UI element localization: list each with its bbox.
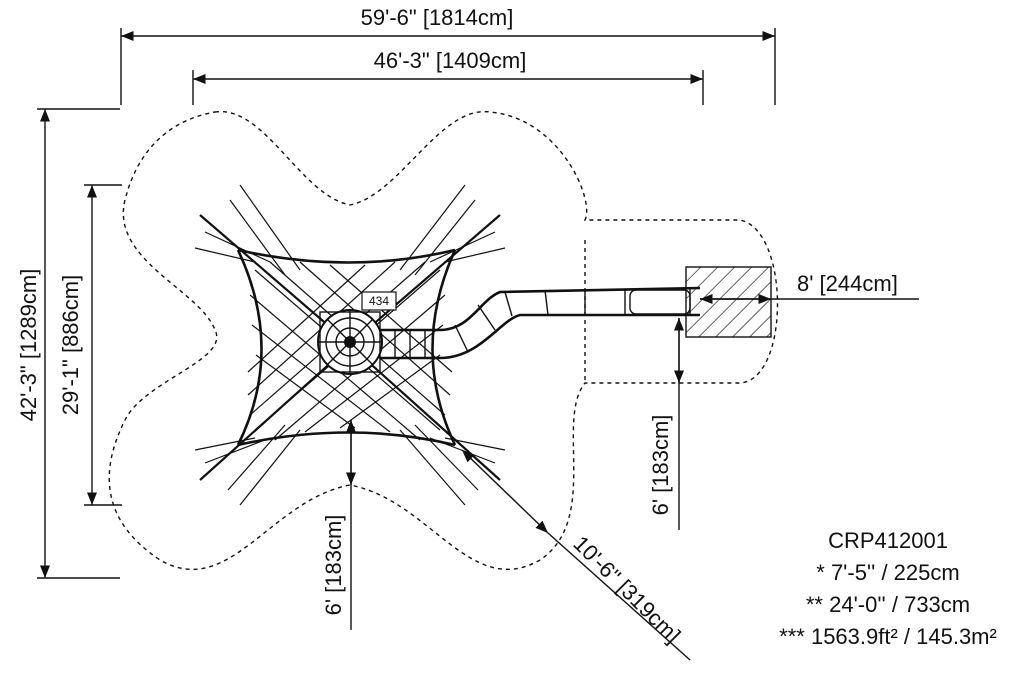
component-label-box [361,291,397,311]
bottom-clearance-dimension: 6' [183cm] [321,420,357,630]
model-number: CRP412001 [828,528,948,553]
inner-width-dimension: 46'-3" [1409cm] [192,47,704,105]
tube-slide [380,286,701,360]
diagonal-clearance-label: 10'-6" [319cm] [568,531,685,648]
bottom-clearance-label: 6' [183cm] [321,515,346,616]
overall-depth-label: 42'-3" [1289cm] [16,269,41,422]
side-clearance-dimension: 6' [183cm] [648,318,685,530]
area-spec: *** 1563.9ft² / 145.3m² [779,624,997,649]
slide-clearance-dimension: 8' [244cm] [700,271,919,305]
overall-width-label: 59'-6" [1814cm] [361,5,514,30]
central-tower [317,309,383,375]
inner-depth-label: 29'-1" [886cm] [58,275,83,415]
inner-depth-dimension: 29'-1" [886cm] [58,184,122,506]
safety-zone-outline [108,111,779,571]
side-clearance-label: 6' [183cm] [648,415,673,516]
slide-clearance-label: 8' [244cm] [797,271,898,296]
component-label: 434 [369,294,389,308]
overall-depth-dimension: 42'-3" [1289cm] [16,108,120,579]
inner-width-label: 46'-3" [1409cm] [374,48,527,73]
length-spec: ** 24'-0'' / 733cm [806,592,970,617]
slide-exit-hatch [685,266,772,338]
overall-width-dimension: 59'-6" [1814cm] [120,4,776,105]
height-spec: * 7'-5'' / 225cm [816,560,959,585]
product-info: CRP412001 * 7'-5'' / 225cm ** 24'-0'' / … [779,528,997,649]
